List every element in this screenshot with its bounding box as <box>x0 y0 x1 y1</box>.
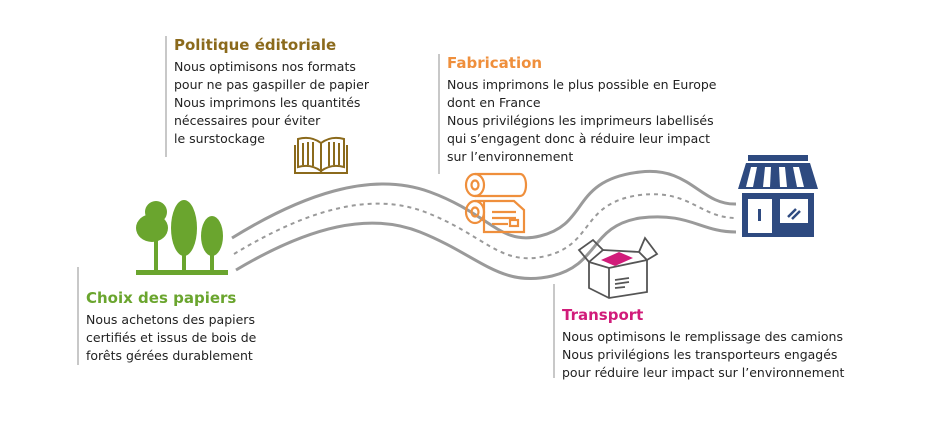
box-icon <box>577 236 659 299</box>
section-fabrication-title: Fabrication <box>447 54 543 72</box>
section-politique-line-3: Nous imprimons les quantités <box>174 95 361 110</box>
section-papiers: Choix des papiers Nous achetons des papi… <box>77 267 256 365</box>
section-fabrication-line-2: dont en France <box>447 95 541 110</box>
section-papiers-line-2: certifiés et issus de bois de <box>86 330 257 345</box>
section-fabrication-line-1: Nous imprimons le plus possible en Europ… <box>447 77 717 92</box>
section-papiers-title: Choix des papiers <box>86 289 237 307</box>
paper-roll-icon <box>464 172 528 234</box>
section-papiers-line-1: Nous achetons des papiers <box>86 312 255 327</box>
box-content <box>601 252 633 266</box>
road-center-line <box>233 193 737 260</box>
section-transport: Transport Nous optimisons le remplissage… <box>553 284 844 380</box>
section-politique-line-2: pour ne pas gaspiller de papier <box>174 77 369 92</box>
shop-icon <box>738 155 818 237</box>
trees-icon <box>136 200 228 275</box>
section-politique-line-1: Nous optimisons nos formats <box>174 59 356 74</box>
section-politique-title: Politique éditoriale <box>174 36 337 54</box>
road-edge-top <box>231 169 737 240</box>
section-politique-line-5: le surstockage <box>174 131 265 146</box>
section-politique: Politique éditoriale Nous optimisons nos… <box>165 36 369 157</box>
section-fabrication-line-3: Nous privilégions les imprimeurs labelli… <box>447 113 714 128</box>
book-icon <box>294 136 348 174</box>
section-transport-line-1: Nous optimisons le remplissage des camio… <box>562 329 843 344</box>
section-fabrication-line-4: qui s’engagent donc à réduire leur impac… <box>447 131 711 146</box>
section-fabrication: Fabrication Nous imprimons le plus possi… <box>438 54 716 174</box>
section-fabrication-line-5: sur l’environnement <box>447 149 574 164</box>
section-transport-line-2: Nous privilégions les transporteurs enga… <box>562 347 838 362</box>
section-transport-line-3: pour réduire leur impact sur l’environne… <box>562 365 845 380</box>
road-edge-bottom <box>235 215 737 281</box>
section-papiers-line-3: forêts gérées durablement <box>86 348 253 363</box>
section-politique-line-4: nécessaires pour éviter <box>174 113 321 128</box>
section-transport-title: Transport <box>562 306 644 324</box>
